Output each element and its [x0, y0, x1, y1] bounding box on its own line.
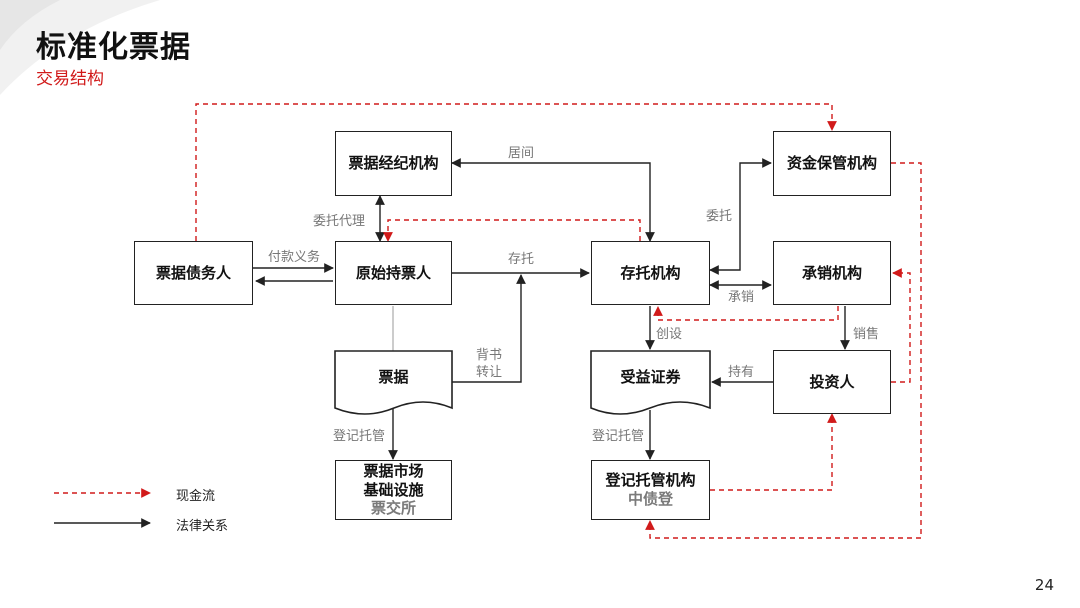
node-broker: 票据经纪机构 — [335, 131, 452, 196]
page-number: 24 — [1034, 576, 1054, 594]
label-entrust: 委托 — [706, 209, 733, 224]
node-bill: 票据 — [378, 367, 409, 386]
legend-cash-flow: 现金流 — [176, 489, 216, 504]
cash-registry-investor — [710, 413, 837, 491]
node-holder: 原始持票人 — [335, 241, 452, 305]
label-create: 创设 — [656, 327, 683, 342]
node-fund-custody: 资金保管机构 — [773, 131, 891, 196]
label-underwrite: 承销 — [728, 290, 755, 305]
label-endorse-1: 背书 — [476, 348, 503, 363]
bill-shape — [334, 350, 453, 415]
node-debtor: 票据债务人 — [134, 241, 253, 305]
label-entrust-agent: 委托代理 — [313, 214, 366, 229]
node-investor: 投资人 — [773, 350, 891, 414]
cert-shape — [590, 350, 711, 415]
label-payment-obligation: 付款义务 — [268, 250, 321, 265]
node-custodian: 存托机构 — [591, 241, 710, 305]
cash-custodian-holder — [383, 219, 641, 242]
legend-legal-relation: 法律关系 — [176, 519, 229, 534]
node-infrastructure: 票据市场 基础设施 票交所 — [335, 460, 452, 520]
cash-debtor-fundcustody — [195, 103, 837, 241]
node-registry: 登记托管机构 中债登 — [591, 460, 710, 520]
label-register-custody-left: 登记托管 — [333, 429, 386, 444]
cash-underwriter-custodian — [653, 306, 839, 321]
edge-bill-endorse — [452, 274, 526, 383]
node-underwriter: 承销机构 — [773, 241, 891, 305]
cash-fundcustody-registry — [645, 162, 922, 539]
slide-title: 标准化票据 — [36, 30, 191, 65]
label-deposit: 存托 — [508, 252, 535, 267]
edge-broker-custodian — [451, 158, 655, 242]
label-endorse-2: 转让 — [476, 365, 503, 380]
slide-subtitle: 交易结构 — [36, 69, 104, 89]
label-sell: 销售 — [853, 327, 880, 342]
label-hold: 持有 — [728, 365, 755, 380]
decorative-swoosh — [0, 0, 160, 95]
node-beneficial-cert: 受益证券 — [620, 367, 681, 386]
label-intermediary: 居间 — [508, 146, 535, 161]
label-register-custody-right: 登记托管 — [592, 429, 645, 444]
cash-investor-underwriter — [891, 268, 911, 383]
edge-custodian-fundcustody — [709, 158, 772, 275]
